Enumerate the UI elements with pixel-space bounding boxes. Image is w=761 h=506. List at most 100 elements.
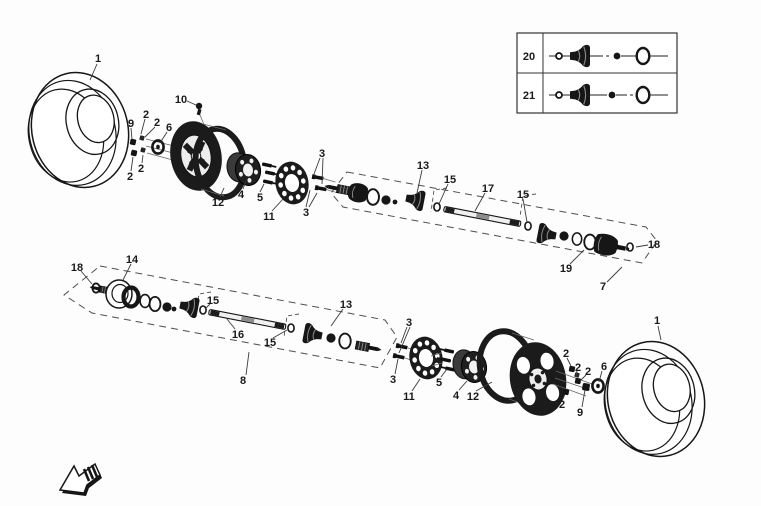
leader-line	[416, 169, 423, 194]
part-number-label: 5	[436, 377, 442, 389]
leader-line	[522, 198, 528, 223]
part-callout: 5	[257, 183, 265, 204]
leader-line	[271, 198, 284, 212]
part-callout: 13	[330, 299, 352, 327]
part-number-label: 7	[600, 281, 606, 293]
part-callout: 10	[175, 94, 197, 106]
cv-boot	[535, 221, 559, 247]
cv-boot	[301, 321, 325, 347]
assembly-boundary	[330, 171, 658, 264]
part-callout: 3	[398, 317, 412, 354]
part-number-label: 19	[560, 263, 572, 275]
part-number-label: 15	[207, 295, 219, 307]
part-callout: 1	[89, 53, 101, 81]
cv-housing-flange	[88, 279, 141, 309]
front-direction-arrow-icon	[58, 462, 102, 496]
part-callout: 2	[575, 362, 581, 378]
boot-clamp	[524, 221, 532, 231]
part-callout: 2	[127, 156, 134, 183]
wheel-hub	[224, 149, 264, 189]
part-callout: 15	[264, 329, 288, 349]
axle-shaft	[442, 205, 522, 228]
part-callout: 2	[563, 348, 572, 367]
leader-line	[581, 389, 586, 408]
circlip	[626, 242, 634, 252]
leader-line	[474, 192, 486, 212]
leader-line	[245, 351, 250, 376]
part-number-label: 17	[482, 183, 494, 195]
part-callout: 8	[240, 351, 250, 387]
leader-line	[80, 270, 93, 285]
part-number-label: 3	[406, 317, 412, 329]
legend-table: 20 21	[516, 32, 678, 114]
bearing-ball	[381, 195, 391, 205]
disc-bolt	[311, 173, 337, 184]
part-callout: 11	[263, 198, 284, 223]
clamp-ring-icon	[635, 85, 651, 105]
part-number-label: 15	[517, 189, 529, 201]
axle-assembly-upper	[323, 171, 658, 264]
leader-line	[141, 154, 144, 164]
leader-line	[562, 393, 566, 400]
leader-line	[475, 381, 493, 392]
plug-icon	[608, 91, 616, 99]
part-callout: 2	[579, 366, 591, 382]
leader-line	[89, 63, 98, 81]
part-number-label: 3	[390, 374, 396, 386]
cv-joint-housing	[345, 181, 371, 205]
part-number-label: 5	[257, 192, 263, 204]
leader-line	[440, 368, 448, 378]
part-callout: 17	[474, 183, 494, 212]
part-number-label: 13	[340, 299, 352, 311]
part-callout: 2	[559, 393, 566, 411]
part-number-label: 2	[559, 399, 565, 411]
part-number-label: 1	[654, 315, 660, 327]
part-number-label: 4	[238, 189, 245, 201]
leader-line	[598, 370, 603, 383]
bearing-ball	[171, 306, 177, 312]
retaining-ring	[148, 295, 162, 313]
wheel-rim	[476, 328, 567, 416]
leader-line	[400, 326, 408, 344]
retaining-ring	[139, 293, 151, 309]
part-number-label: 2	[563, 348, 569, 360]
part-number-label: 2	[154, 117, 160, 129]
part-number-label: 2	[127, 171, 133, 183]
boot-clamp	[199, 305, 207, 315]
assembly-boundary	[63, 265, 398, 369]
part-number-label: 16	[232, 329, 244, 341]
part-callout: 7	[600, 266, 623, 293]
clamp-ring-icon	[635, 46, 651, 66]
leader-line	[321, 157, 324, 185]
part-number-label: 3	[303, 207, 309, 219]
part-callout: 1	[654, 315, 662, 341]
part-number-label: 10	[175, 94, 187, 106]
leader-line	[259, 183, 265, 193]
part-callout: 9	[128, 118, 134, 140]
part-callout: 15	[438, 174, 456, 205]
part-callout: 13	[416, 160, 429, 194]
retaining-ring	[366, 188, 380, 206]
bearing-ball	[326, 333, 336, 343]
leader-line	[330, 308, 344, 327]
part-number-label: 8	[240, 375, 246, 387]
part-number-label: 6	[166, 122, 172, 134]
part-callout: 5	[436, 368, 448, 389]
part-number-label: 14	[126, 254, 139, 266]
leader-line	[130, 156, 134, 172]
part-callout: 14	[122, 254, 139, 281]
part-callout: 3	[303, 189, 318, 219]
retaining-ring	[338, 332, 352, 350]
leader-line	[394, 358, 399, 375]
leader-line	[398, 326, 411, 354]
leader-line	[242, 180, 247, 190]
wheel-stud	[261, 162, 277, 169]
part-callout: 11	[403, 378, 421, 403]
wheel-assembly-lower	[392, 328, 718, 469]
part-number-label: 2	[138, 163, 144, 175]
leader-line	[606, 266, 623, 283]
leader-line	[305, 189, 311, 208]
bearing-ball	[392, 199, 398, 205]
legend-row-number: 21	[523, 90, 535, 102]
lug-nut	[129, 138, 137, 146]
